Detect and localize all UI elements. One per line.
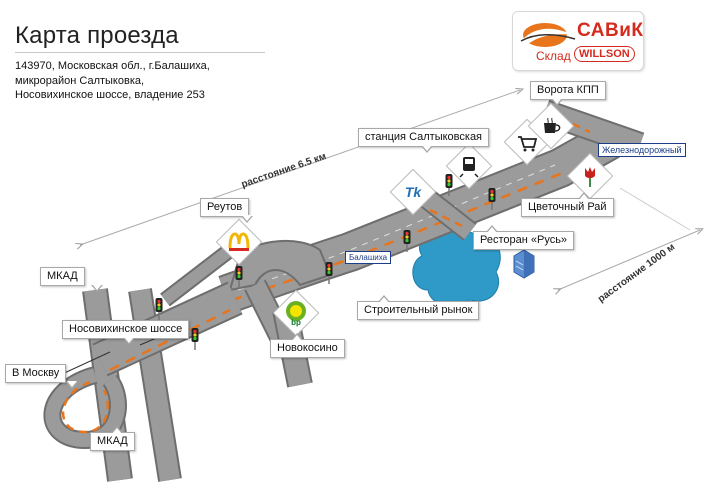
callout-mkad-bottom: МКАД bbox=[90, 426, 135, 451]
traffic-light bbox=[488, 188, 496, 210]
lower-ramp bbox=[160, 243, 235, 307]
callout-nosov: Носовихинское шоссе bbox=[62, 320, 190, 345]
callout-station: станция Салтыковская bbox=[358, 128, 490, 153]
distance-line-long bbox=[80, 90, 520, 245]
bp-fuel-icon: bp bbox=[272, 289, 320, 337]
traffic-light bbox=[325, 262, 333, 284]
logo-emblem-icon bbox=[520, 23, 576, 47]
mcdonalds-icon bbox=[215, 218, 263, 266]
traffic-light bbox=[235, 266, 243, 288]
callout-restaurant-text: Ресторан «Русь» bbox=[480, 234, 568, 246]
address-line: микрорайон Салтыковка, bbox=[15, 74, 145, 87]
bp-text: bp bbox=[291, 318, 301, 327]
logo-brand: WILLSON bbox=[574, 46, 635, 62]
train-icon bbox=[445, 142, 493, 190]
sign-balashikha: Балашиха bbox=[345, 251, 392, 264]
distance-guide bbox=[619, 187, 691, 231]
callout-moscow-text: В Москву bbox=[12, 367, 60, 379]
callout-flowers: Цветочный Рай bbox=[521, 192, 614, 217]
callout-flowers-text: Цветочный Рай bbox=[528, 201, 607, 213]
tk-text: Tk bbox=[405, 184, 423, 200]
callout-reutov-text: Реутов bbox=[207, 201, 243, 213]
callout-market: Строительный рынок bbox=[357, 295, 480, 320]
callout-gate-text: Ворота КПП bbox=[537, 84, 599, 96]
sign-zheleznodorozhny: Железнодорожный bbox=[598, 143, 686, 157]
callout-market-text: Строительный рынок bbox=[364, 304, 473, 316]
traffic-light bbox=[191, 328, 199, 350]
title-divider bbox=[15, 52, 265, 53]
callout-nosov-text: Носовихинское шоссе bbox=[69, 323, 183, 335]
callout-gate: Ворота КПП bbox=[530, 81, 606, 106]
callout-reutov: Реутов bbox=[200, 198, 253, 223]
callout-mkad-top-text: МКАД bbox=[47, 270, 78, 282]
callout-restaurant: Ресторан «Русь» bbox=[473, 225, 575, 250]
flower-icon bbox=[566, 152, 614, 200]
address-line: 143970, Московская обл., г.Балашиха, bbox=[15, 60, 210, 72]
traffic-light bbox=[445, 174, 453, 196]
logo-name: САВиК bbox=[577, 20, 644, 41]
callout-moscow: В Москву bbox=[5, 364, 78, 389]
coffee-icon bbox=[527, 102, 575, 150]
callout-novokosino: Новокосино bbox=[270, 333, 345, 358]
building-icon bbox=[513, 249, 535, 279]
callout-novokosino-text: Новокосино bbox=[277, 342, 338, 354]
callout-mkad-top: МКАД bbox=[40, 267, 103, 292]
company-logo: САВиК Склад WILLSON bbox=[512, 11, 644, 71]
callout-mkad-bottom-text: МКАД bbox=[97, 435, 128, 447]
cloverleaf bbox=[43, 366, 127, 450]
page-title: Карта проезда bbox=[15, 22, 179, 49]
address-block: 143970, Московская обл., г.Балашиха, мик… bbox=[15, 59, 210, 103]
traffic-light bbox=[155, 298, 163, 320]
traffic-light bbox=[403, 230, 411, 252]
logo-sub: Склад bbox=[536, 49, 571, 63]
callout-station-text: станция Салтыковская bbox=[365, 131, 483, 143]
distance-line-short bbox=[558, 230, 700, 290]
tk-icon: Tk bbox=[389, 168, 437, 216]
